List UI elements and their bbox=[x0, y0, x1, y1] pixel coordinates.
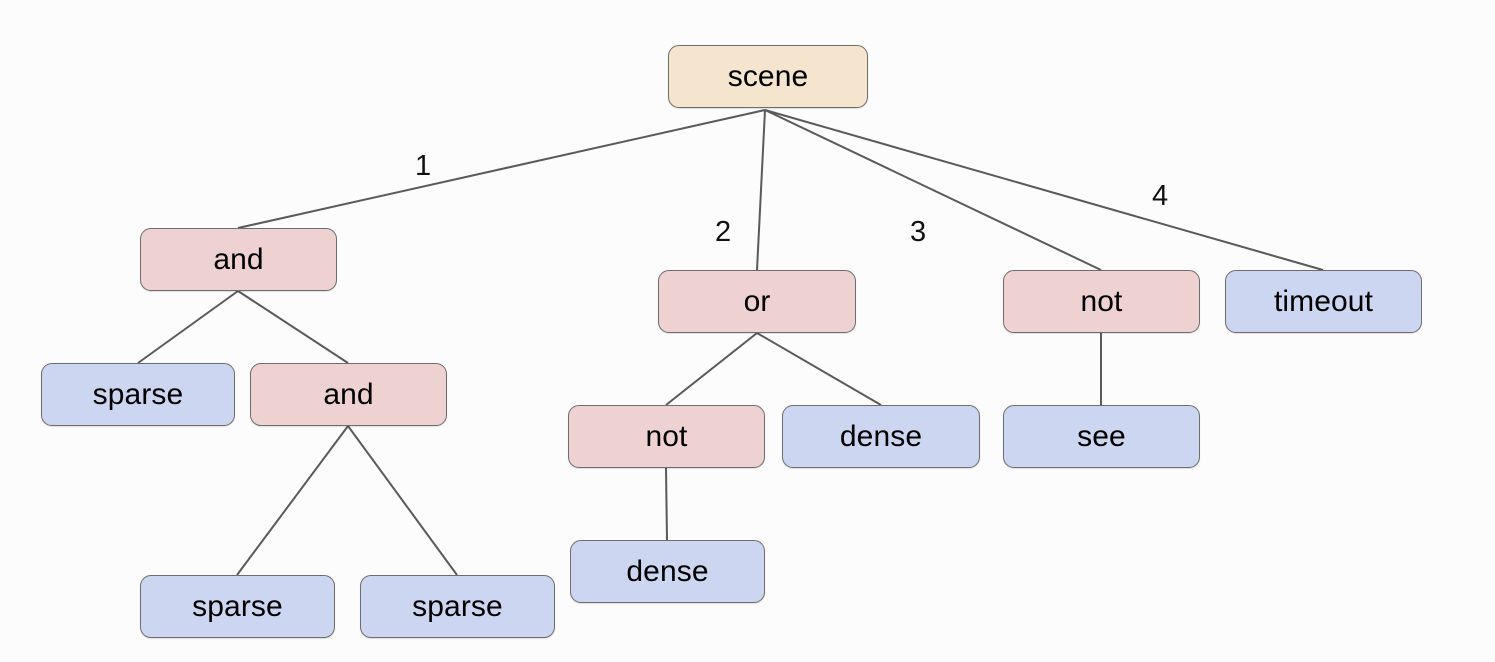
tree-edge bbox=[764, 109, 1324, 271]
edge-label-1: 1 bbox=[415, 150, 432, 182]
edge-label-2: 2 bbox=[715, 216, 732, 248]
edge-label-3: 3 bbox=[910, 216, 927, 248]
tree-node-scene[interactable]: scene bbox=[668, 45, 868, 108]
tree-node-label: sparse bbox=[92, 377, 184, 411]
tree-edge bbox=[764, 109, 1102, 271]
tree-node-sparse2[interactable]: sparse bbox=[140, 575, 335, 638]
tree-edge bbox=[756, 109, 766, 271]
tree-edge bbox=[347, 425, 458, 576]
tree-node-dense1[interactable]: dense bbox=[782, 405, 980, 468]
tree-node-not1[interactable]: not bbox=[1003, 270, 1200, 333]
tree-node-dense2[interactable]: dense bbox=[570, 540, 765, 603]
tree-edge bbox=[665, 467, 668, 541]
tree-node-label: not bbox=[1080, 284, 1123, 318]
tree-node-label: dense bbox=[626, 554, 709, 588]
tree-node-or1[interactable]: or bbox=[658, 270, 856, 333]
tree-node-sparse3[interactable]: sparse bbox=[360, 575, 555, 638]
edge-label-4: 4 bbox=[1152, 180, 1169, 212]
tree-node-label: sparse bbox=[412, 589, 503, 623]
tree-node-label: scene bbox=[727, 59, 809, 93]
tree-node-label: and bbox=[323, 377, 374, 411]
tree-node-label: or bbox=[743, 284, 771, 318]
tree-node-see1[interactable]: see bbox=[1003, 405, 1200, 468]
tree-node-label: see bbox=[1077, 419, 1126, 453]
tree-node-and1[interactable]: and bbox=[140, 228, 337, 291]
tree-edge bbox=[237, 290, 349, 364]
tree-edge bbox=[756, 332, 882, 406]
tree-node-sparse1[interactable]: sparse bbox=[41, 363, 235, 426]
tree-node-and2[interactable]: and bbox=[250, 363, 447, 426]
tree-node-timeout1[interactable]: timeout bbox=[1225, 270, 1422, 333]
tree-node-label: timeout bbox=[1273, 284, 1374, 318]
tree-node-label: sparse bbox=[192, 589, 283, 623]
tree-node-label: not bbox=[645, 419, 688, 453]
tree-edge bbox=[236, 425, 349, 576]
tree-node-label: dense bbox=[839, 419, 923, 453]
tree-node-not2[interactable]: not bbox=[568, 405, 765, 468]
tree-edge bbox=[665, 332, 758, 406]
tree-edge bbox=[237, 109, 766, 229]
tree-node-label: and bbox=[213, 242, 264, 276]
tree-edge bbox=[137, 290, 239, 364]
